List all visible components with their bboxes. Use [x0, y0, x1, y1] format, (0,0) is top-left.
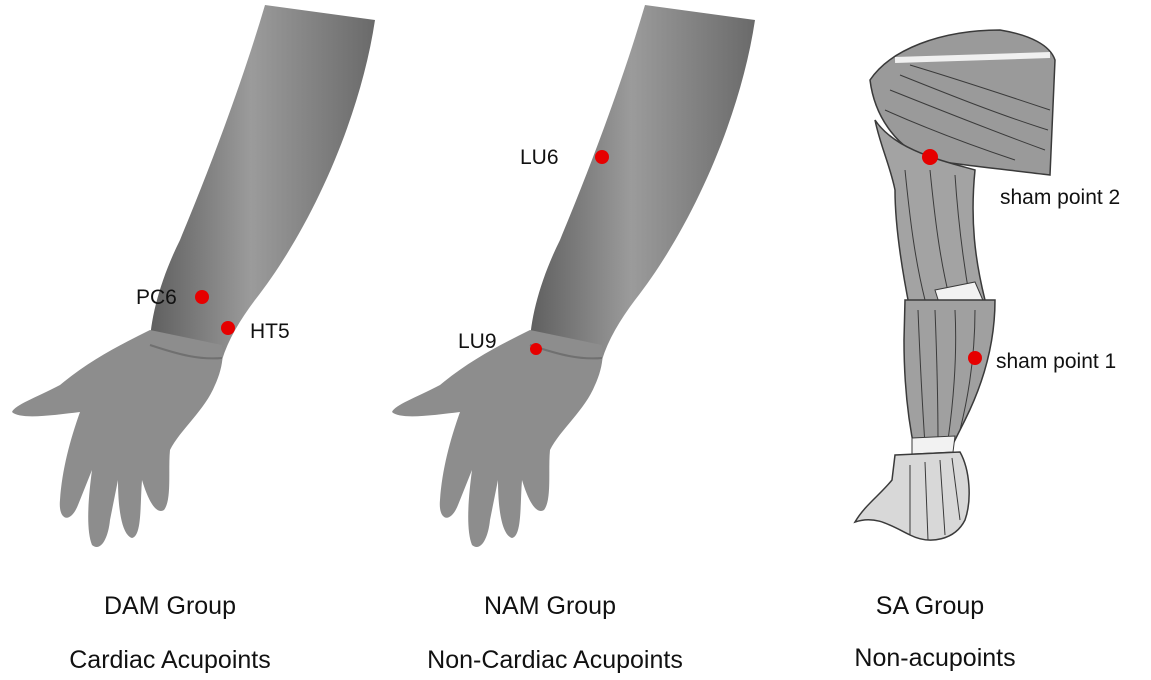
- forearm-illustration-nam: [380, 0, 760, 580]
- panel-dam: PC6 HT5 DAM Group Cardiac Acupoints: [0, 0, 380, 680]
- group-title-dam: DAM Group: [80, 592, 260, 621]
- group-subtitle-sa: Non-acupoints: [830, 644, 1040, 673]
- acupoint-pc6-marker: [195, 290, 209, 304]
- group-subtitle-nam: Non-Cardiac Acupoints: [400, 646, 710, 675]
- sham-point-1-marker: [968, 351, 982, 365]
- acupoint-label-ht5: HT5: [250, 320, 290, 344]
- acupoint-label-lu9: LU9: [458, 330, 497, 354]
- group-title-nam: NAM Group: [460, 592, 640, 621]
- group-subtitle-dam: Cardiac Acupoints: [40, 646, 300, 675]
- group-title-sa: SA Group: [840, 592, 1020, 621]
- acupoint-lu9-marker: [530, 343, 542, 355]
- panel-nam: LU6 LU9 NAM Group Non-Cardiac Acupoints: [380, 0, 760, 680]
- acupoint-lu6-marker: [595, 150, 609, 164]
- forearm-illustration-dam: [0, 0, 380, 580]
- muscle-arm-illustration-sa: [800, 0, 1151, 580]
- sham-point-2-marker: [922, 149, 938, 165]
- sham-point-1-label: sham point 1: [996, 350, 1116, 374]
- acupoint-label-lu6: LU6: [520, 146, 559, 170]
- panel-sa: sham point 2 sham point 1 SA Group Non-a…: [800, 0, 1151, 680]
- acupoint-ht5-marker: [221, 321, 235, 335]
- sham-point-2-label: sham point 2: [1000, 186, 1120, 210]
- acupoint-label-pc6: PC6: [136, 286, 177, 310]
